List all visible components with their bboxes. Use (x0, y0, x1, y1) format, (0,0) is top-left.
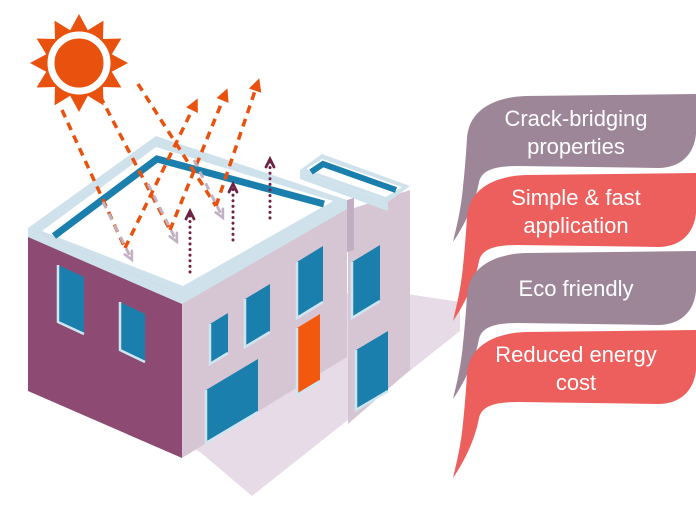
wall-seam (347, 198, 354, 252)
roof-coating-stripe (51, 155, 325, 239)
banner-label-line2: properties (527, 134, 625, 159)
window-frame (118, 302, 146, 364)
house-extension (300, 154, 410, 424)
banner-label-line1: Crack-bridging (504, 106, 647, 131)
banner-label-line1: Simple & fast (511, 185, 641, 210)
sun-ring (47, 31, 111, 95)
banner-label-line1: Eco friendly (519, 276, 634, 301)
extension-roof-fascia (300, 170, 388, 211)
reflected-ray-arrow-icon (168, 88, 229, 231)
banner-label-line1: Reduced energy (495, 342, 656, 367)
front-door-frame (295, 328, 321, 398)
benefit-banner-simple-fast: Simple & fast application (453, 173, 696, 321)
benefit-banner-crack-bridging: Crack-bridging properties (453, 94, 696, 242)
window (120, 302, 145, 362)
window-frame (243, 299, 271, 350)
window (210, 313, 228, 364)
window (58, 265, 84, 334)
front-door (297, 314, 320, 395)
window-frame (208, 324, 229, 367)
reflected-ray-arrow-icon (214, 78, 262, 207)
extension-window-upper (352, 245, 380, 318)
window-frame (295, 262, 324, 321)
extension-window-upper-frame (350, 262, 381, 321)
sun-rays (60, 78, 270, 274)
benefit-banner-eco-friendly: Eco friendly (453, 251, 696, 399)
banner-label-line2: application (523, 213, 628, 238)
transmitted-rays (101, 159, 225, 263)
benefit-banner-reduced-energy: Reduced energy cost (453, 330, 696, 478)
window-frame (204, 390, 259, 446)
banner-label-line2: cost (556, 370, 596, 395)
extension-roof-coating-stripe (309, 160, 398, 193)
solar-ray-arrow-icon (60, 109, 127, 249)
transmitted-ray-arrow-icon (101, 201, 134, 263)
window-frame (56, 265, 85, 336)
solar-ray-arrow-icon (98, 95, 172, 231)
sun-icon (30, 14, 128, 112)
sun-spikes (30, 14, 128, 112)
transmitted-ray-arrow-icon (146, 183, 179, 245)
extension-window-lower-frame (354, 350, 389, 413)
window (245, 284, 270, 347)
extension-window-lower (356, 331, 388, 410)
transmitted-ray-arrow-icon (192, 159, 225, 221)
window (297, 246, 323, 318)
reflected-solar-rays (123, 78, 262, 249)
window (206, 359, 258, 443)
heat-emission-arrows (190, 161, 270, 274)
